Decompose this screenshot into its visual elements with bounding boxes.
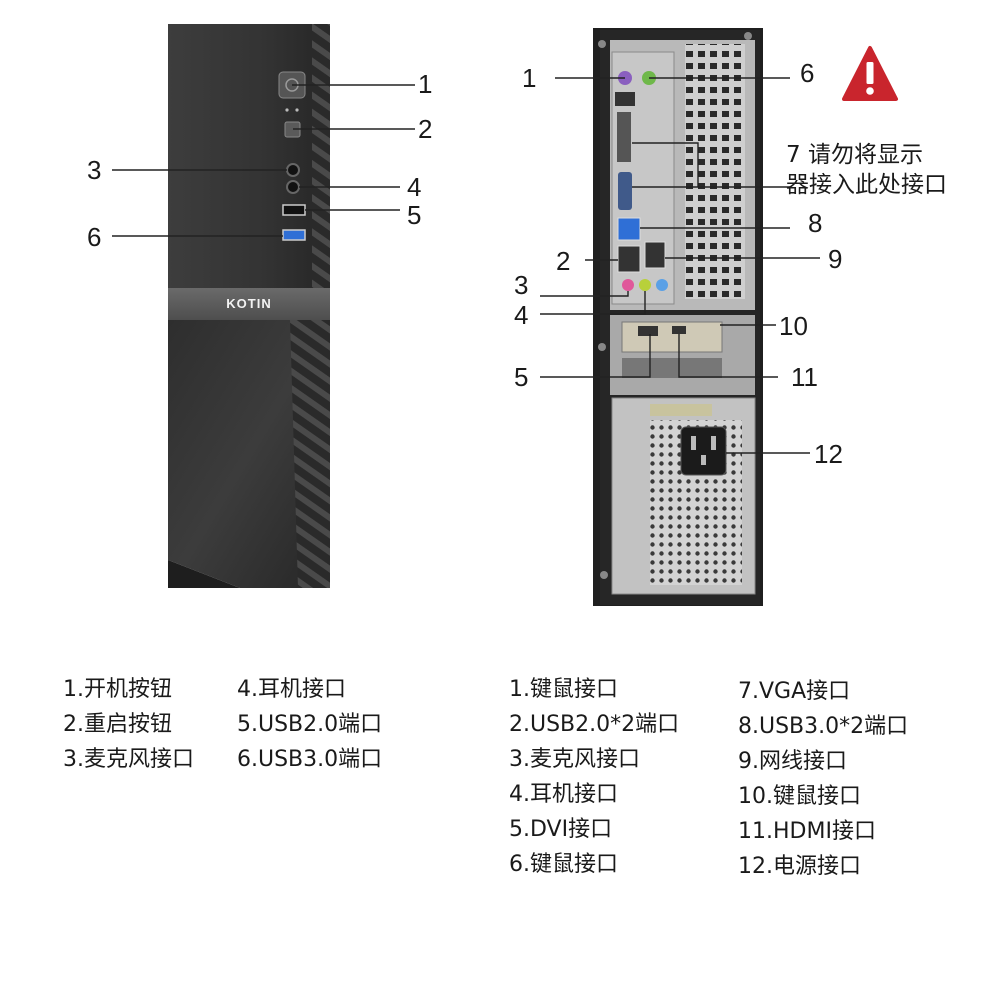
legend-item: 12.电源接口 [738, 854, 861, 879]
dvi-port-card [638, 326, 658, 336]
legend-item: 3.麦克风接口 [509, 747, 640, 772]
rear-callout-6: 6 [800, 58, 815, 88]
legend-item: 5.DVI接口 [509, 817, 613, 842]
usb3-port-front [282, 229, 306, 241]
headphone-jack-front [286, 180, 300, 194]
front-vent-stripes-lower [290, 320, 330, 588]
legend-item: 1.开机按钮 [63, 677, 172, 702]
front-callout-2: 2 [418, 114, 433, 144]
mic-jack-front [286, 163, 300, 177]
legend-item: 11.HDMI接口 [738, 819, 876, 844]
legend-front-col1: 1.开机按钮 2.重启按钮 3.麦克风接口 [63, 677, 194, 773]
front-callout-1: 1 [418, 69, 433, 99]
mic-jack-rear [622, 279, 634, 291]
rear-callout-11: 11 [791, 362, 818, 392]
legend-item: 4.耳机接口 [509, 782, 618, 807]
legend-front-col2: 4.耳机接口 5.USB2.0端口 6.USB3.0端口 [237, 677, 382, 773]
rear-callout-12: 12 [814, 439, 843, 469]
legend-item: 3.麦克风接口 [63, 747, 194, 772]
brand-logo: KOTIN [226, 296, 272, 311]
legend-item: 4.耳机接口 [237, 677, 346, 702]
dvi-connector [617, 112, 631, 162]
rear-callout-9: 9 [828, 244, 843, 274]
legend-item: 9.网线接口 [738, 749, 847, 774]
rear-callout-8: 8 [808, 208, 823, 238]
legend-item: 2.重启按钮 [63, 712, 172, 737]
warning-note-line2: 器接入此处接口 [786, 172, 947, 198]
front-upper-panel [168, 24, 330, 290]
front-case [168, 24, 330, 588]
legend-item: 6.USB3.0端口 [237, 747, 383, 772]
front-callout-5: 5 [407, 200, 422, 230]
vga-connector [618, 172, 632, 210]
warning-note: 7 请勿将显示 器接入此处接口 [786, 140, 947, 200]
legend-item: 5.USB2.0端口 [237, 712, 383, 737]
rear-vent-mesh [685, 44, 745, 299]
front-callout-3: 3 [87, 155, 102, 185]
rear-callout-1: 1 [522, 63, 537, 93]
rear-callout-5: 5 [514, 362, 529, 392]
legend-item: 2.USB2.0*2端口 [509, 712, 680, 737]
legend-item: 7.VGA接口 [738, 679, 851, 704]
rear-callout-4: 4 [514, 300, 529, 330]
legend-rear-col1: 1.键鼠接口 2.USB2.0*2端口 3.麦克风接口 4.耳机接口 5.DVI… [509, 677, 679, 878]
hdmi-port-card [672, 326, 686, 334]
lan-port [644, 241, 666, 269]
warning-note-line1: 7 请勿将显示 [786, 142, 923, 168]
usb2-port-front [282, 204, 306, 216]
warning-icon [842, 46, 898, 101]
front-lower-panel [168, 320, 330, 588]
rear-callout-2: 2 [556, 246, 571, 276]
legend-item: 1.键鼠接口 [509, 677, 618, 702]
rear-callout-10: 10 [779, 311, 808, 341]
legend-item: 10.键鼠接口 [738, 784, 861, 809]
rear-case [593, 28, 763, 606]
front-callout-6: 6 [87, 222, 102, 252]
headphone-jack-rear [639, 279, 651, 291]
front-callout-lines [112, 84, 415, 237]
rear-callout-lines [540, 77, 820, 454]
front-badge-strip [168, 288, 330, 320]
rear-callout-3: 3 [514, 270, 529, 300]
front-callout-4: 4 [407, 172, 422, 202]
legend-item: 8.USB3.0*2端口 [738, 714, 909, 739]
line-in-jack-rear [656, 279, 668, 291]
legend-item: 6.键鼠接口 [509, 852, 618, 877]
legend-rear-col2: 7.VGA接口 8.USB3.0*2端口 9.网线接口 10.键鼠接口 11.H… [738, 679, 908, 880]
usb3-ports-rear [617, 217, 641, 241]
front-vent-stripes-upper [312, 24, 330, 290]
usb2-ports-rear [617, 245, 641, 273]
power-socket [680, 426, 727, 476]
